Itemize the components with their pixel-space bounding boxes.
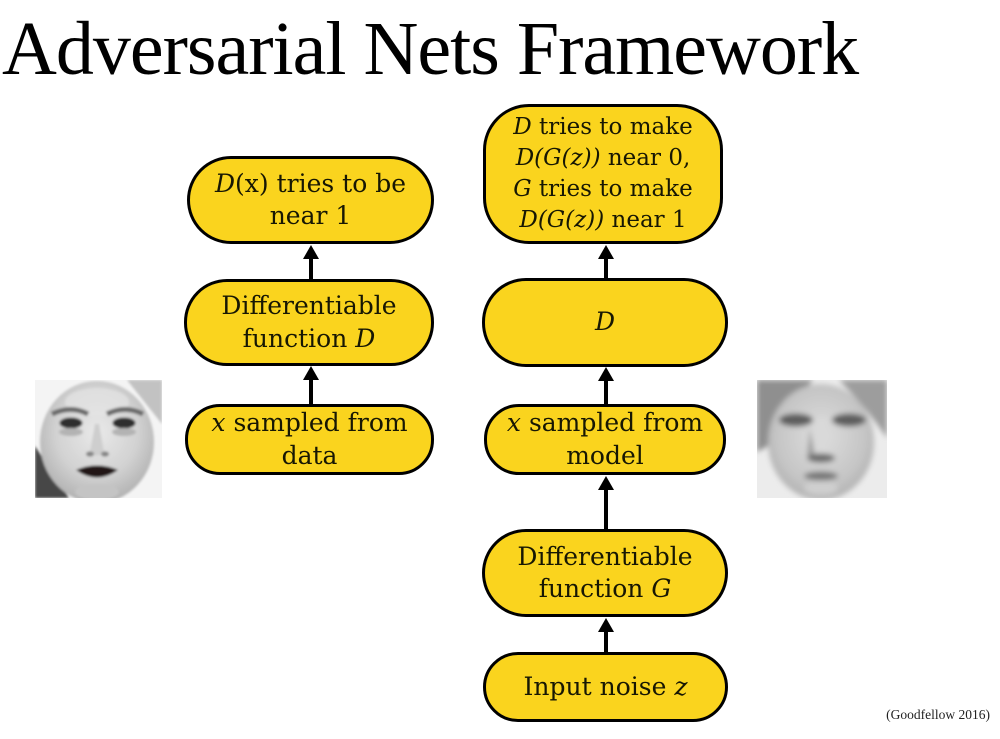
node-text: near 1: [604, 206, 687, 233]
node-text: model: [566, 440, 644, 470]
arrowhead-icon: [303, 366, 319, 380]
node-text: sampled from: [225, 408, 408, 437]
arrow-shaft: [604, 627, 608, 652]
node-text-line: x sampled from: [507, 407, 703, 440]
attribution-credit: (Goodfellow 2016): [886, 707, 990, 722]
node-text-line: D(G(z)) near 0,: [516, 143, 691, 174]
arrow-up-icon: [597, 618, 615, 652]
node-text: function: [242, 323, 356, 353]
node-text: tries to make: [531, 176, 693, 202]
node-text-line: D: [595, 306, 615, 339]
node-text: x: [506, 408, 521, 437]
node-x-sampled-from-model: x sampled from model: [484, 404, 726, 475]
node-text: x: [211, 408, 226, 437]
node-x-sampled-from-data: x sampled from data: [185, 404, 434, 475]
node-input-noise-z: Input noise z: [483, 652, 728, 722]
real-face-illustration: [35, 380, 162, 498]
model-sample-face-image: [757, 380, 887, 498]
node-text: Input noise: [523, 671, 675, 701]
arrow-up-icon: [597, 245, 615, 278]
node-text: tries to make: [531, 114, 693, 141]
node-text: near 0,: [600, 145, 691, 172]
arrow-shaft: [309, 254, 313, 279]
node-text-line: function G: [539, 573, 672, 606]
node-text: (x) tries to be: [235, 168, 406, 198]
node-text: function: [538, 574, 652, 603]
node-text-line: model: [566, 440, 644, 473]
node-text: G: [513, 176, 532, 202]
node-text-line: function D: [243, 323, 376, 356]
node-d: D: [482, 278, 728, 367]
arrow-up-icon: [597, 367, 615, 404]
node-text-line: D tries to make: [513, 112, 693, 143]
node-text: D: [355, 323, 376, 353]
node-text-line: Differentiable: [221, 290, 396, 323]
node-text: D(G(z)): [515, 145, 601, 172]
node-text: z: [674, 671, 688, 701]
node-text: Differentiable: [221, 291, 397, 320]
arrow-up-icon: [302, 366, 320, 404]
node-text-line: D(G(z)) near 1: [519, 205, 686, 236]
real-data-face-image: [35, 380, 162, 498]
node-differentiable-function-g: Differentiable function G: [482, 529, 728, 617]
node-text-line: near 1: [270, 200, 352, 233]
generated-face-illustration: [757, 380, 887, 498]
node-text: sampled from: [521, 408, 704, 437]
node-text: D: [513, 114, 532, 141]
arrowhead-icon: [303, 245, 319, 259]
node-d-x-tries-near-1: D(x) tries to be near 1: [187, 156, 434, 244]
node-text: data: [281, 440, 338, 470]
arrowhead-icon: [598, 367, 614, 381]
slide-title: Adversarial Nets Framework: [2, 7, 859, 91]
node-text-line: x sampled from: [211, 407, 407, 440]
node-text-line: D(x) tries to be: [215, 168, 406, 201]
node-text: Differentiable: [517, 541, 693, 571]
node-text-line: Input noise z: [524, 671, 688, 704]
node-text: D: [594, 307, 616, 337]
arrow-shaft: [309, 375, 313, 404]
arrow-shaft: [604, 376, 608, 404]
node-text-line: data: [282, 440, 338, 473]
arrowhead-icon: [598, 476, 614, 490]
arrow-up-icon: [597, 476, 615, 529]
arrow-shaft: [604, 485, 608, 529]
node-d-g-z-objectives: D tries to make D(G(z)) near 0, G tries …: [483, 104, 723, 244]
node-text: D: [214, 168, 236, 198]
node-text-line: G tries to make: [513, 174, 692, 205]
node-text: near 1: [269, 201, 352, 230]
node-differentiable-function-d: Differentiable function D: [184, 279, 434, 366]
node-text: G: [651, 574, 672, 603]
arrowhead-icon: [598, 618, 614, 632]
arrowhead-icon: [598, 245, 614, 259]
node-text-line: Differentiable: [517, 541, 692, 574]
arrow-up-icon: [302, 245, 320, 279]
arrow-shaft: [604, 254, 608, 278]
node-text: D(G(z)): [519, 206, 605, 233]
